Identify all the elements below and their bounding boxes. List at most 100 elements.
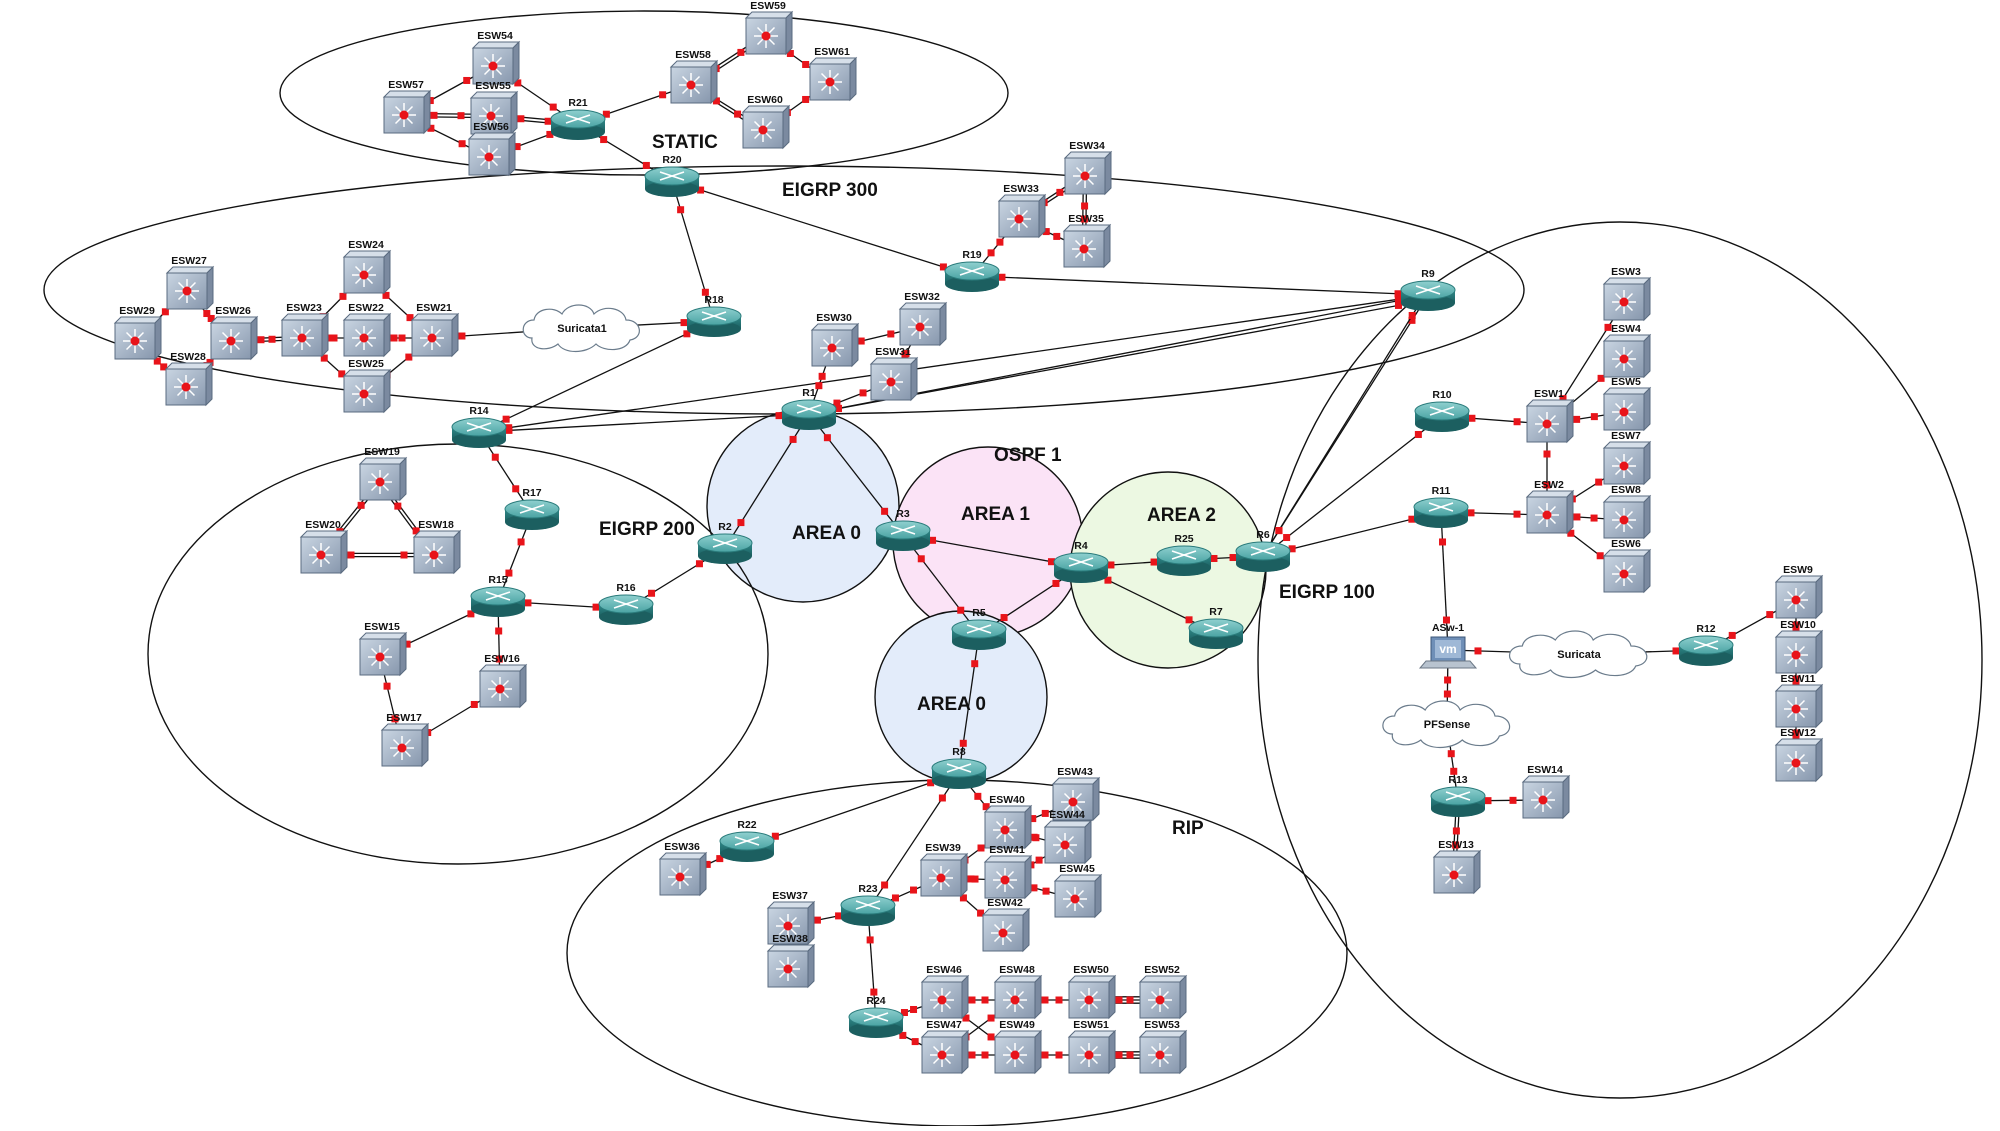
switch-esw1[interactable]: ESW1	[1525, 388, 1575, 444]
router-r19[interactable]: R19	[944, 249, 1000, 292]
router-r21[interactable]: R21	[550, 97, 606, 140]
cloud-pfsense[interactable]: PFSense	[1382, 700, 1511, 749]
switch-esw27[interactable]: ESW27	[165, 255, 215, 311]
switch-esw24[interactable]: ESW24	[342, 239, 392, 295]
switch-esw59[interactable]: ESW59	[744, 0, 794, 56]
switch-esw51[interactable]: ESW51	[1067, 1019, 1117, 1075]
router-r7[interactable]: R7	[1188, 606, 1244, 649]
router-r13[interactable]: R13	[1430, 774, 1486, 817]
router-r17[interactable]: R17	[504, 487, 560, 530]
router-r11[interactable]: R11	[1413, 485, 1469, 528]
switch-esw10[interactable]: ESW10	[1774, 619, 1824, 675]
switch-esw43[interactable]: ESW43	[1051, 766, 1101, 822]
switch-esw2[interactable]: ESW2	[1525, 479, 1575, 535]
switch-esw12[interactable]: ESW12	[1774, 727, 1824, 783]
switch-esw22[interactable]: ESW22	[342, 302, 392, 358]
switch-esw58[interactable]: ESW58	[669, 49, 719, 105]
switch-esw45[interactable]: ESW45	[1053, 863, 1103, 919]
router-r9[interactable]: R9	[1400, 268, 1456, 311]
switch-esw44[interactable]: ESW44	[1043, 809, 1093, 865]
switch-esw53[interactable]: ESW53	[1138, 1019, 1188, 1075]
link-R5-r8	[958, 633, 980, 774]
interface-point	[789, 435, 797, 443]
interface-point	[544, 117, 552, 125]
switch-esw6[interactable]: ESW6	[1602, 538, 1652, 594]
switch-esw8[interactable]: ESW8	[1602, 484, 1652, 540]
switch-esw18[interactable]: ESW18	[412, 519, 462, 575]
router-r16[interactable]: R16	[598, 582, 654, 625]
switch-esw61[interactable]: ESW61	[808, 46, 858, 102]
interface-point	[977, 844, 985, 852]
switch-esw34[interactable]: ESW34	[1063, 140, 1113, 196]
switch-esw28[interactable]: ESW28	[164, 351, 214, 407]
switch-esw55[interactable]: ESW55	[469, 80, 519, 136]
switch-esw29[interactable]: ESW29	[113, 305, 163, 361]
switch-esw21[interactable]: ESW21	[410, 302, 460, 358]
switch-esw49[interactable]: ESW49	[993, 1019, 1043, 1075]
router-r8[interactable]: R8	[931, 746, 987, 789]
router-r1[interactable]: R1	[781, 387, 837, 430]
switch-esw47[interactable]: ESW47	[920, 1019, 970, 1075]
switch-esw42[interactable]: ESW42	[981, 897, 1031, 953]
cloud-label: Suricata	[1557, 649, 1601, 661]
router-r10[interactable]: R10	[1414, 389, 1470, 432]
switch-esw7[interactable]: ESW7	[1602, 430, 1652, 486]
interface-point	[338, 370, 346, 378]
interface-point	[899, 1031, 907, 1039]
router-r14[interactable]: R14	[451, 405, 507, 448]
router-r5[interactable]: R5	[951, 607, 1007, 650]
switch-esw20[interactable]: ESW20	[299, 519, 349, 575]
router-r3[interactable]: R3	[875, 508, 931, 551]
switch-esw17[interactable]: ESW17	[380, 712, 430, 768]
switch-esw30[interactable]: ESW30	[810, 312, 860, 368]
switch-esw46[interactable]: ESW46	[920, 964, 970, 1020]
router-r12[interactable]: R12	[1678, 623, 1734, 666]
switch-esw31[interactable]: ESW31	[869, 346, 919, 402]
switch-esw11[interactable]: ESW11	[1774, 673, 1824, 729]
router-r6[interactable]: R6	[1235, 529, 1291, 572]
switch-esw33[interactable]: ESW33	[997, 183, 1047, 239]
cloud-suricata1[interactable]: Suricata1	[522, 304, 640, 353]
switch-esw41[interactable]: ESW41	[983, 844, 1033, 900]
router-r18[interactable]: R18	[686, 294, 742, 337]
router-r20[interactable]: R20	[644, 154, 700, 197]
switch-esw19[interactable]: ESW19	[358, 446, 408, 502]
router-r25[interactable]: R25	[1156, 533, 1212, 576]
switch-esw5[interactable]: ESW5	[1602, 376, 1652, 432]
switch-esw54[interactable]: ESW54	[471, 30, 521, 86]
router-r23[interactable]: R23	[840, 883, 896, 926]
switch-esw13[interactable]: ESW13	[1432, 839, 1482, 895]
router-r24[interactable]: R24	[848, 995, 904, 1038]
switch-esw16[interactable]: ESW16	[478, 653, 528, 709]
switch-esw40[interactable]: ESW40	[983, 794, 1033, 850]
router-r15[interactable]: R15	[470, 574, 526, 617]
switch-esw57[interactable]: ESW57	[382, 79, 432, 135]
switch-esw50[interactable]: ESW50	[1067, 964, 1117, 1020]
switch-esw4[interactable]: ESW4	[1602, 323, 1652, 379]
switch-esw32[interactable]: ESW32	[898, 291, 948, 347]
switch-esw15[interactable]: ESW15	[358, 621, 408, 677]
switch-esw36[interactable]: ESW36	[658, 841, 708, 897]
router-r22[interactable]: R22	[719, 819, 775, 862]
switch-esw25[interactable]: ESW25	[342, 358, 392, 414]
interface-point	[1484, 797, 1492, 805]
switch-esw48[interactable]: ESW48	[993, 964, 1043, 1020]
switch-esw3[interactable]: ESW3	[1602, 266, 1652, 322]
switch-esw60[interactable]: ESW60	[741, 94, 791, 150]
switch-esw39[interactable]: ESW39	[919, 842, 969, 898]
router-r2[interactable]: R2	[697, 521, 753, 564]
switch-esw38[interactable]: ESW38	[766, 933, 816, 989]
router-r4[interactable]: R4	[1053, 540, 1109, 583]
interface-point	[400, 551, 408, 559]
switch-esw35[interactable]: ESW35	[1062, 213, 1112, 269]
switch-esw14[interactable]: ESW14	[1521, 764, 1571, 820]
switch-esw26[interactable]: ESW26	[209, 305, 259, 361]
switch-esw9[interactable]: ESW9	[1774, 564, 1824, 620]
switch-esw37[interactable]: ESW37	[766, 890, 816, 946]
cloud-suricata[interactable]: Suricata	[1508, 630, 1648, 679]
switch-esw52[interactable]: ESW52	[1138, 964, 1188, 1020]
switch-esw23[interactable]: ESW23	[280, 302, 330, 358]
switch-esw56[interactable]: ESW56	[467, 121, 517, 177]
interface-point	[648, 589, 656, 597]
